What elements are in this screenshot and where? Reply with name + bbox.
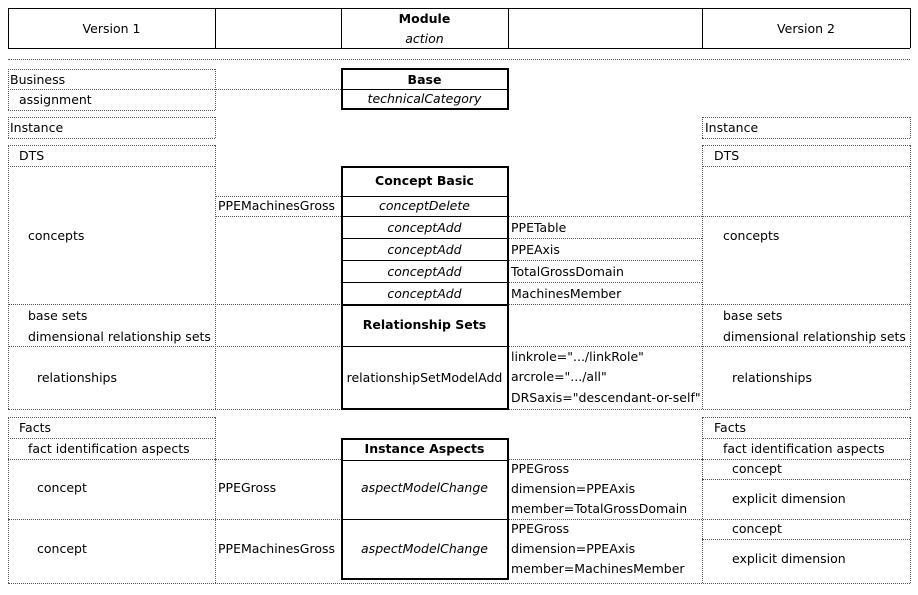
detail-dimension-2: dimension=PPEAxis [511, 541, 636, 556]
left-relationships: relationships [37, 370, 117, 385]
module-concept-add-3: conceptAdd [387, 264, 462, 279]
left-business: Business [10, 72, 66, 87]
base-module-box [341, 68, 509, 110]
right-instance: Instance [705, 120, 759, 135]
left-facts: Facts [19, 420, 51, 435]
module-header: Module [398, 11, 451, 26]
v1-ppe-machines-gross: PPEMachinesGross [218, 198, 336, 213]
right-concept-1: concept [732, 461, 782, 476]
left-concept-1: concept [37, 480, 87, 495]
right-explicit-dim-1: explicit dimension [732, 491, 846, 506]
detail-drsaxis: DRSaxis="descendant-or-self" [511, 390, 701, 405]
right-relationships: relationships [732, 370, 812, 385]
right-fact-id-aspects: fact identification aspects [723, 441, 885, 456]
left-dim-rel-sets: dimensional relationship sets [28, 329, 211, 344]
module-concept-basic: Concept Basic [375, 173, 474, 188]
v1-ppe-gross: PPEGross [218, 480, 277, 495]
left-fact-id-aspects: fact identification aspects [28, 441, 190, 456]
right-concepts: concepts [723, 228, 780, 243]
module-base: Base [407, 72, 442, 87]
detail-ppe-axis: PPEAxis [511, 242, 560, 257]
left-base-sets: base sets [28, 308, 88, 323]
right-concept-2: concept [732, 521, 782, 536]
action-header: action [405, 31, 444, 46]
detail-machines-member: MachinesMember [511, 286, 622, 301]
detail-ppe-gross-1: PPEGross [511, 461, 570, 476]
right-base-sets: base sets [723, 308, 783, 323]
version1-header: Version 1 [82, 21, 141, 36]
right-dim-rel-sets: dimensional relationship sets [723, 329, 906, 344]
module-technical-category: technicalCategory [367, 91, 482, 106]
module-aspect-model-change-1: aspectModelChange [361, 480, 488, 495]
module-concept-add-4: conceptAdd [387, 286, 462, 301]
v1-ppe-machines-gross-2: PPEMachinesGross [218, 541, 336, 556]
module-relationship-sets: Relationship Sets [362, 317, 487, 332]
detail-arcrole: arcrole=".../all" [511, 369, 607, 384]
detail-dimension-1: dimension=PPEAxis [511, 481, 636, 496]
detail-linkrole: linkrole=".../linkRole" [511, 349, 644, 364]
right-facts: Facts [714, 420, 746, 435]
detail-member-2: member=MachinesMember [511, 561, 685, 576]
detail-ppe-table: PPETable [511, 220, 567, 235]
module-aspect-model-change-2: aspectModelChange [361, 541, 488, 556]
left-dts: DTS [19, 148, 45, 163]
relationship-sets-module-box [341, 304, 509, 410]
right-explicit-dim-2: explicit dimension [732, 551, 846, 566]
module-instance-aspects: Instance Aspects [364, 441, 485, 456]
left-instance: Instance [10, 120, 64, 135]
detail-member-1: member=TotalGrossDomain [511, 501, 688, 516]
left-concept-2: concept [37, 541, 87, 556]
version2-header: Version 2 [777, 21, 835, 36]
module-concept-add-2: conceptAdd [387, 242, 462, 257]
module-rel-set-model-add: relationshipSetModelAdd [346, 370, 503, 385]
module-concept-delete: conceptDelete [379, 198, 470, 213]
detail-ppe-gross-2: PPEGross [511, 521, 570, 536]
left-concepts: concepts [28, 228, 85, 243]
left-assignment: assignment [19, 92, 92, 107]
instance-aspects-module-box [341, 438, 509, 580]
right-dts: DTS [714, 148, 740, 163]
module-concept-add-1: conceptAdd [387, 220, 462, 235]
detail-total-gross-domain: TotalGrossDomain [511, 264, 624, 279]
